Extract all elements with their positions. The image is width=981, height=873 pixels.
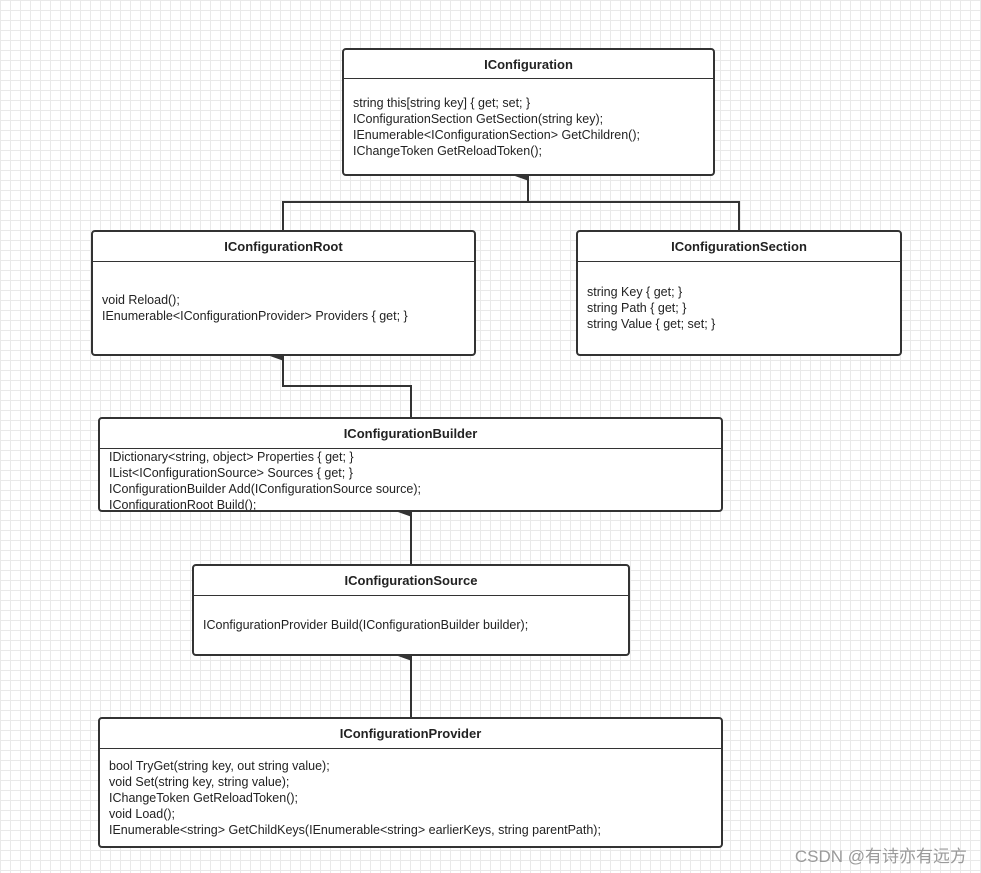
member-line: IConfigurationSection GetSection(string … <box>353 111 604 126</box>
member-line: IConfigurationBuilder Add(IConfiguration… <box>109 482 421 496</box>
class-title: IConfigurationRoot <box>93 232 474 262</box>
class-iconfigurationsource[interactable]: IConfigurationSource IConfigurationProvi… <box>192 564 630 656</box>
class-title: IConfigurationProvider <box>100 719 721 749</box>
class-members: IConfigurationProvider Build(IConfigurat… <box>194 596 628 654</box>
member-line: IChangeToken GetReloadToken(); <box>109 790 299 805</box>
member-line: IEnumerable<string> GetChildKeys(IEnumer… <box>109 822 601 837</box>
member-line: bool TryGet(string key, out string value… <box>109 758 330 773</box>
member-line: IChangeToken GetReloadToken(); <box>353 143 543 158</box>
class-members: string this[string key] { get; set; } IC… <box>344 79 713 174</box>
class-iconfigurationbuilder[interactable]: IConfigurationBuilder IDictionary<string… <box>98 417 723 512</box>
watermark: CSDN @有诗亦有远方 <box>794 847 967 866</box>
member-line: IEnumerable<IConfigurationProvider> Prov… <box>102 309 408 323</box>
class-members: IDictionary<string, object> Properties {… <box>100 449 721 512</box>
class-members: void Reload(); IEnumerable<IConfiguratio… <box>93 262 474 354</box>
class-iconfigurationsection[interactable]: IConfigurationSection string Key { get; … <box>576 230 902 356</box>
class-iconfiguration[interactable]: IConfiguration string this[string key] {… <box>342 48 715 176</box>
class-iconfigurationprovider[interactable]: IConfigurationProvider bool TryGet(strin… <box>98 717 723 848</box>
member-line: IList<IConfigurationSource> Sources { ge… <box>109 466 353 480</box>
member-line: void Reload(); <box>102 293 180 307</box>
class-title: IConfigurationBuilder <box>100 419 721 449</box>
class-members: string Key { get; } string Path { get; }… <box>578 262 900 354</box>
class-title: IConfigurationSection <box>578 232 900 262</box>
member-line: IEnumerable<IConfigurationSection> GetCh… <box>353 127 640 142</box>
member-line: void Load(); <box>109 806 176 821</box>
member-line: string Value { get; set; } <box>587 317 716 331</box>
member-line: void Set(string key, string value); <box>109 774 290 789</box>
connector-section-to-configuration <box>528 201 740 230</box>
connector-builder-to-root <box>270 351 412 417</box>
class-members: bool TryGet(string key, out string value… <box>100 749 721 846</box>
connector-root-to-configuration <box>282 171 529 230</box>
member-line: string this[string key] { get; set; } <box>353 95 531 110</box>
class-title: IConfiguration <box>344 50 713 79</box>
member-line: string Path { get; } <box>587 301 687 315</box>
class-title: IConfigurationSource <box>194 566 628 596</box>
member-line: string Key { get; } <box>587 285 683 299</box>
class-iconfigurationroot[interactable]: IConfigurationRoot void Reload(); IEnume… <box>91 230 476 356</box>
member-line: IConfigurationProvider Build(IConfigurat… <box>203 618 529 632</box>
member-line: IDictionary<string, object> Properties {… <box>109 450 354 464</box>
member-line: IConfigurationRoot Build(); <box>109 498 257 512</box>
